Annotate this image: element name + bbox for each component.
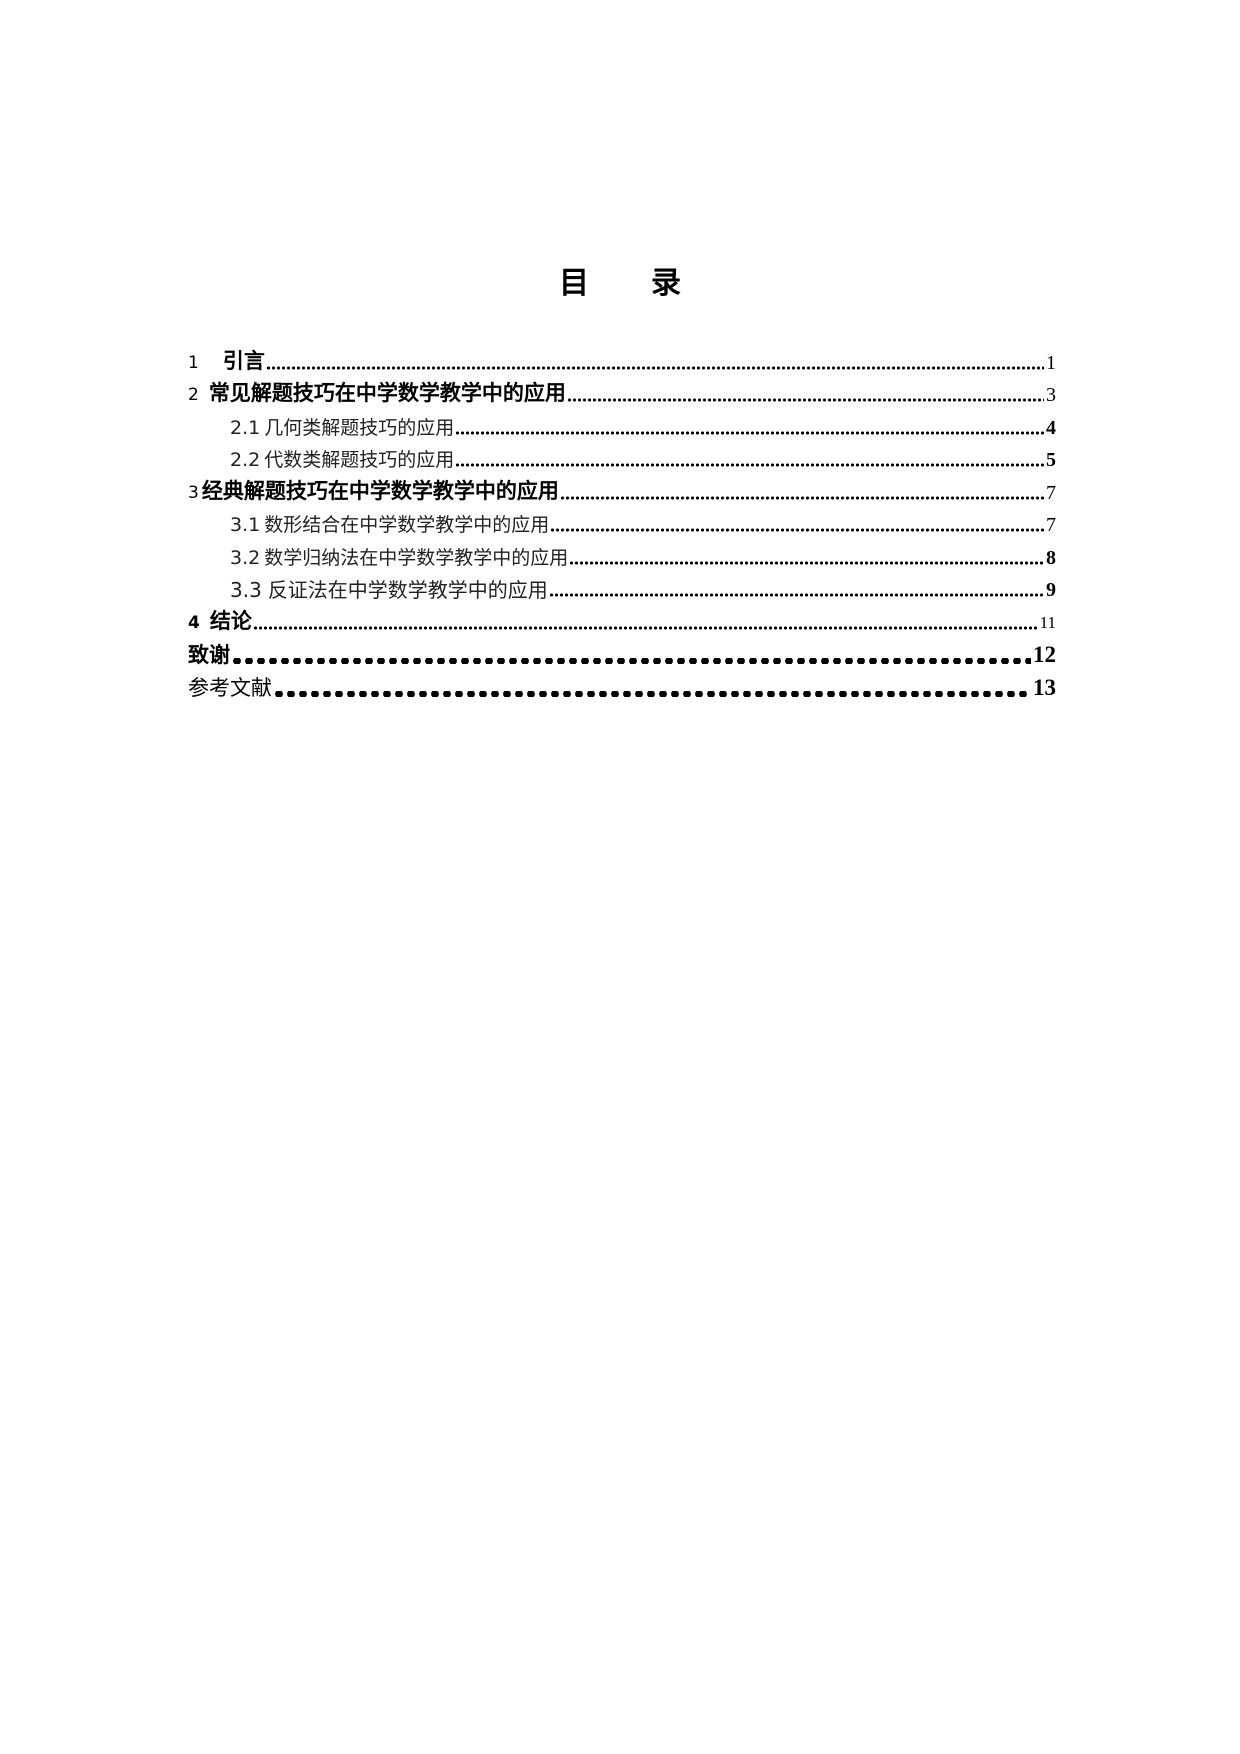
toc-entry-title: 数学归纳法在中学数学教学中的应用 — [264, 546, 569, 569]
title-char-1: 目 — [559, 266, 589, 301]
toc-entry-acknowledgements[interactable]: 致谢 12 — [188, 637, 1056, 670]
toc-entry-number: 3.2 — [230, 546, 261, 569]
toc-entry-page: 4 — [1046, 416, 1056, 439]
toc-entry-title: 反证法在中学数学教学中的应用 — [267, 578, 548, 602]
toc-entry-number: 1 — [188, 352, 199, 373]
toc-entry-references[interactable]: 参考文献 13 — [188, 669, 1056, 702]
dot-leader — [273, 688, 1031, 697]
dot-leader — [265, 359, 1044, 370]
toc-entry-title: 结论 — [209, 608, 252, 633]
toc-entry-title: 数形结合在中学数学教学中的应用 — [264, 514, 550, 536]
toc-entry-page: 5 — [1046, 449, 1056, 471]
toc-entry-page: 7 — [1046, 514, 1056, 536]
toc-entry-number: 2.1 — [230, 416, 261, 439]
dot-leader — [252, 619, 1038, 630]
toc-entry-number: 2 — [188, 385, 199, 405]
toc-entry-page: 3 — [1046, 384, 1056, 406]
toc-entry-number: 3.1 — [230, 514, 261, 536]
toc-entry-page: 8 — [1046, 546, 1056, 569]
dot-leader — [569, 554, 1044, 565]
dot-leader — [566, 392, 1044, 402]
toc-entry-page: 11 — [1039, 612, 1056, 632]
toc-entry-title: 参考文献 — [188, 675, 272, 700]
toc-entry-page: 7 — [1046, 481, 1056, 504]
toc-entry-number: 2.2 — [230, 449, 261, 471]
dot-leader — [550, 522, 1044, 532]
dot-leader — [231, 656, 1031, 664]
toc-entry-chapter-2[interactable]: 2 常见解题技巧在中学数学教学中的应用 3 — [188, 377, 1056, 410]
toc-entry-title: 引言 — [222, 348, 265, 373]
toc-entry-title: 致谢 — [188, 643, 230, 667]
toc-entry-page: 12 — [1033, 642, 1056, 667]
toc-entry-number: 3 — [188, 482, 199, 503]
toc-entry-title: 经典解题技巧在中学数学教学中的应用 — [201, 478, 559, 503]
dot-leader — [455, 457, 1044, 467]
toc-entry-number: 4 — [188, 612, 200, 633]
dot-leader — [455, 424, 1044, 435]
toc-entry-number: 3.3 — [230, 578, 262, 602]
toc-entry-title: 代数类解题技巧的应用 — [264, 449, 455, 471]
page-title: 目录 — [0, 258, 1240, 302]
toc-entry-introduction[interactable]: 1 引言 1 — [188, 344, 1056, 377]
toc-entry-conclusion[interactable]: 4 结论 11 — [188, 604, 1056, 637]
toc-entry-title: 几何类解题技巧的应用 — [264, 416, 455, 439]
dot-leader — [559, 489, 1044, 500]
toc-entry-page: 13 — [1033, 674, 1056, 700]
toc-entry-title: 常见解题技巧在中学数学教学中的应用 — [208, 381, 566, 405]
title-char-2: 录 — [651, 266, 681, 301]
dot-leader — [548, 587, 1044, 597]
toc-entry-page: 9 — [1046, 579, 1056, 601]
toc-entry-page: 1 — [1046, 351, 1056, 374]
